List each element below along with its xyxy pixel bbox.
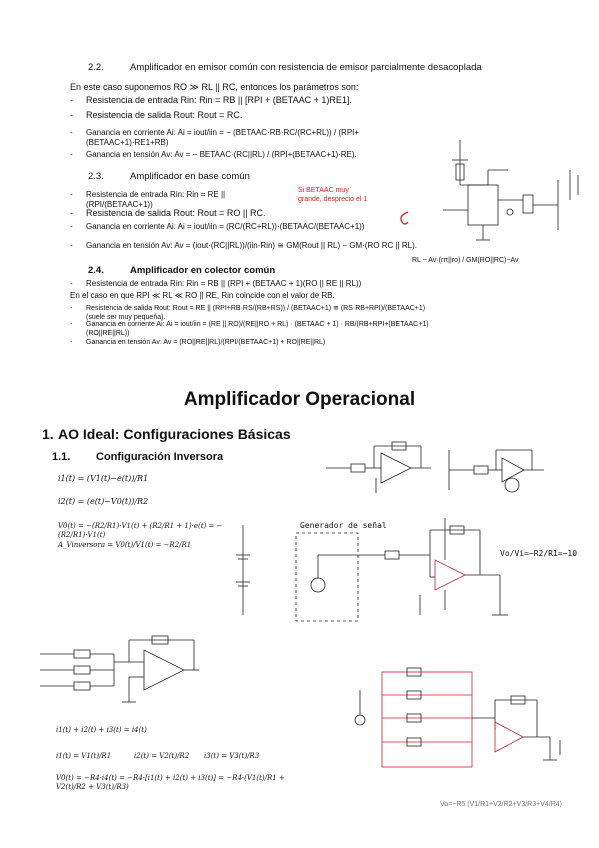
list-item: Ganancia en corriente Ai: Ai = iout/iin … <box>70 320 436 338</box>
list-item: Resistencia de entrada Rin: Rin = RE || … <box>70 190 291 210</box>
equation: V0(t) = −R4·i4(t) = −R4·[i1(t) + i2(t) +… <box>56 774 285 791</box>
list-item: Resistencia de salida Rout: Rout = RO ||… <box>70 208 265 219</box>
red-arrow-annotation <box>400 211 409 225</box>
section-2-3-title: Amplificador en base común <box>130 171 250 182</box>
equation: i1(t) = V1(t)/R1 <box>56 752 112 760</box>
equation: A_Vinversora = V0(t)/V1(t) = −R2/R1 <box>58 541 192 549</box>
section-2-2-intro: En este caso suponemos RO ≫ RL || RC, en… <box>70 82 359 92</box>
list-item: Ganancia en tensión Av: Av = (iout·(RC||… <box>70 241 426 251</box>
handwritten-note: Si BETAAC muy grande, desprecio el 1 <box>298 187 368 203</box>
section-2-4-num: 2.4. <box>88 265 104 276</box>
chapter-title: AO Ideal: Configuraciones Básicas <box>58 426 291 442</box>
list-item: Resistencia de salida Rout: Rout = RE ||… <box>70 304 426 322</box>
summing-amp-schematic <box>40 635 199 703</box>
section-2-2-num: 2.2. <box>88 62 104 73</box>
section-2-3-num: 2.3. <box>88 171 104 182</box>
list-item: Ganancia en corriente Ai: Ai = iout/iin … <box>70 128 366 148</box>
equation: i2(t) = V2(t)/R2 <box>134 752 190 760</box>
equation: i1(t) = (V1(t)−e(t))/R1 <box>58 474 149 483</box>
list-item: Resistencia de entrada Rin: Rin = RB || … <box>70 279 406 289</box>
list-item: Ganancia en corriente Ai: Ai = iout/iin … <box>70 222 366 232</box>
common-base-circuit-diagram <box>443 140 579 241</box>
list-item: Resistencia de salida Rout: Rout = RC. <box>70 110 242 121</box>
chapter-num: 1. <box>42 426 54 442</box>
inverting-amp-schematic <box>326 441 431 493</box>
section-2-2-title: Amplificador en emisor común con resiste… <box>130 62 482 73</box>
side-formula: RL − Av·(rπ||ro) / GM(RO||RC)−Av <box>412 257 519 264</box>
gain-label: Vo/Vi=−R2/R1=−10 <box>500 549 578 558</box>
list-item: Ganancia en tensión Av: Av = (RO||RE||RL… <box>70 338 386 347</box>
section-2-4-title: Amplificador en colector común <box>130 265 276 276</box>
equation: i2(t) = (e(t)−V0(t))/R2 <box>58 497 149 506</box>
section-2-4-intro: En el caso en que RPI ≪ RL ≪ RO || RE, R… <box>70 291 335 300</box>
equation: V0(t) = −(R2/R1)·V1(t) + (R2/R1 + 1)·e(t… <box>58 522 223 539</box>
summing-gain-label: Vo=−R5 (V1/R1+V2/R2+V3/R3+V4/R4) <box>440 801 562 808</box>
power-supply-schematic <box>236 525 250 615</box>
inverting-amp-source-schematic <box>448 449 544 493</box>
section-1-1-num: 1.1. <box>52 451 71 463</box>
list-item: Resistencia de entrada Rin: Rin = RB || … <box>70 95 352 106</box>
equation: i1(t) + i2(t) + i3(t) = i4(t) <box>56 726 147 734</box>
summing-amp-full-circuit <box>354 667 561 768</box>
list-item: Ganancia en tensión Av: Av = − BETAAC·(R… <box>70 150 366 160</box>
equation: i3(t) = V3(t)/R3 <box>204 752 260 760</box>
page-title: Amplificador Operacional <box>183 389 416 410</box>
section-1-1-title: Configuración Inversora <box>96 451 224 463</box>
inverting-amp-full-circuit <box>295 518 508 622</box>
generator-label: Generador de señal <box>300 521 387 530</box>
